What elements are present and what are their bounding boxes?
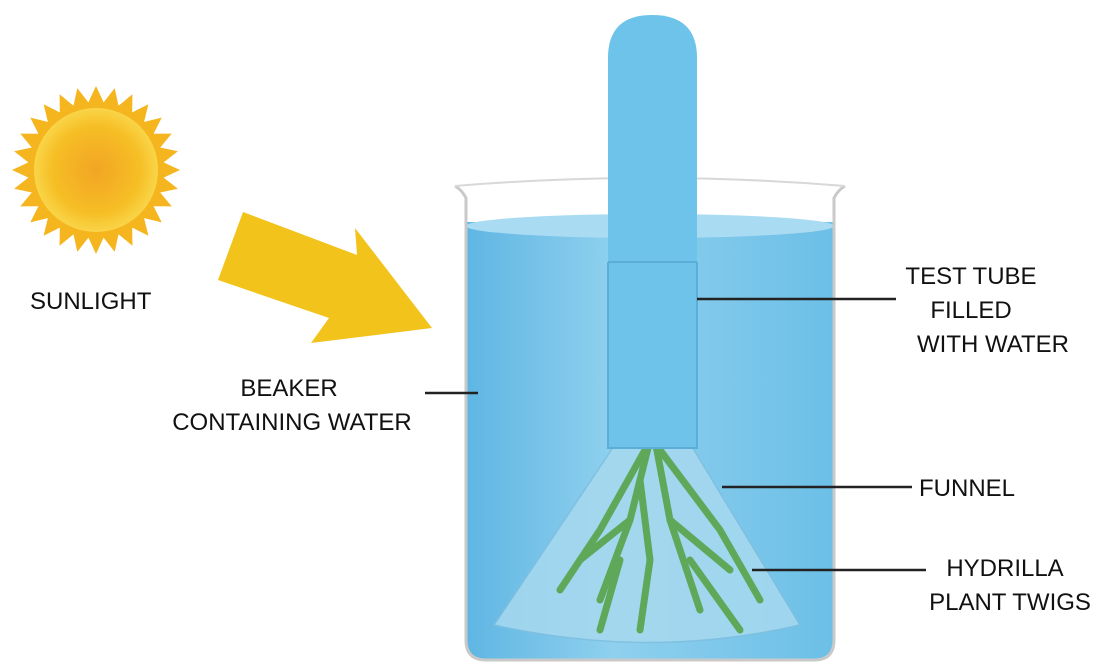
- label-plant-1: HYDRILLA: [946, 555, 1063, 582]
- label-sunlight: SUNLIGHT: [30, 288, 152, 315]
- label-tube-3: WITH WATER: [917, 331, 1069, 358]
- label-tube-1: TEST TUBE: [905, 263, 1036, 290]
- sunlight-arrow: [218, 212, 432, 343]
- label-beaker-1: BEAKER: [240, 375, 337, 402]
- hydrilla-plant: [556, 436, 764, 634]
- test-tube: [607, 15, 698, 449]
- label-beaker-2: CONTAINING WATER: [172, 409, 412, 436]
- label-tube-2: FILLED: [930, 297, 1011, 324]
- sun-icon: [12, 86, 180, 254]
- label-plant-2: PLANT TWIGS: [929, 589, 1091, 616]
- leader-lines: [425, 297, 926, 572]
- label-funnel: FUNNEL: [919, 475, 1015, 502]
